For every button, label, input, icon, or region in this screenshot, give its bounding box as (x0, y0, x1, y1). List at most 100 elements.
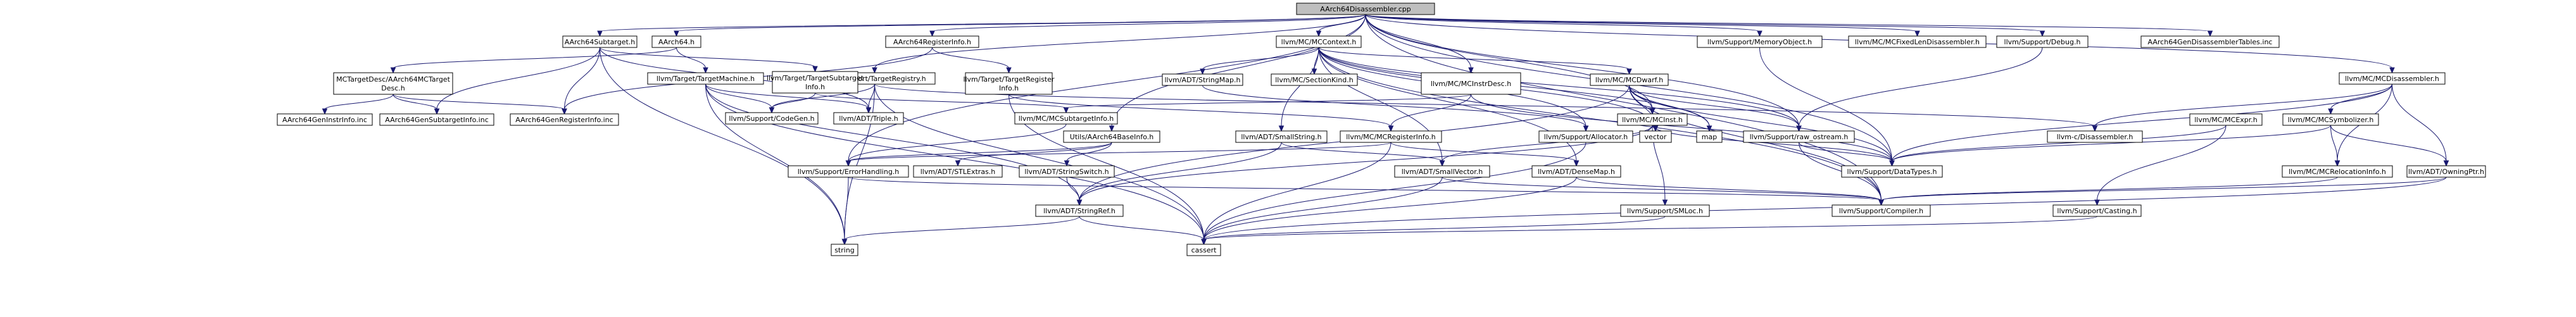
node-label: AArch64Disassembler.cpp (1320, 5, 1411, 13)
node-label: AArch64GenInstrInfo.inc (282, 116, 367, 124)
node-box (510, 113, 619, 126)
edge-mcri-to-eh (845, 142, 1392, 167)
node-box (651, 35, 701, 48)
node-label: llvm/ADT/StringMap.h (1165, 76, 1241, 84)
node-label: llvm/Support/SMLoc.h (1627, 207, 1703, 215)
node-mid[interactable]: llvm/MC/MCInstrDesc.h (1421, 72, 1521, 95)
node-fld[interactable]: llvm/MC/MCFixedLenDisassembler.h (1848, 35, 1987, 48)
edge-cast-to-cassert (1201, 216, 2097, 246)
node-mo[interactable]: llvm/Support/MemoryObject.h (1697, 35, 1823, 48)
node-label: MCTargetDesc/AArch64MCTarget (336, 75, 450, 84)
node-mcd[interactable]: llvm/MC/MCDisassembler.h (2339, 72, 2446, 85)
node-mcsym[interactable]: llvm/MC/MCSymbolizer.h (2282, 113, 2379, 126)
node-label: llvm/ADT/OwningPtr.h (2408, 168, 2484, 176)
node-label: llvm/MC/MCRelocationInfo.h (2289, 168, 2386, 176)
node-box (2047, 130, 2143, 143)
edge-mcexpr-to-cast (2094, 125, 2227, 206)
node-label: Desc.h (381, 84, 405, 92)
node-box (2140, 35, 2280, 48)
node-label: Info.h (999, 84, 1019, 92)
node-label: AArch64GenDisassemblerTables.inc (2148, 38, 2273, 46)
node-gii: AArch64GenInstrInfo.inc (277, 113, 373, 126)
node-cdis[interactable]: llvm-c/Disassembler.h (2047, 130, 2143, 143)
edge-mid-to-dt (1471, 94, 1895, 167)
node-dm[interactable]: llvm/ADT/DenseMap.h (1531, 165, 1621, 178)
node-mci[interactable]: llvm/MC/MCInst.h (1617, 113, 1688, 126)
edge-st-to-gsi (434, 47, 600, 115)
node-box (647, 72, 764, 85)
edge-mctd-to-gri (393, 94, 567, 115)
node-eh[interactable]: llvm/Support/ErrorHandling.h (788, 165, 909, 178)
node-box (965, 72, 1053, 95)
node-label: vector (1645, 133, 1667, 141)
edge-root-to-ari (929, 14, 1366, 37)
node-cast[interactable]: llvm/Support/Casting.h (2052, 204, 2142, 217)
node-label: llvm/MC/MCContext.h (1281, 38, 1357, 46)
edge-ctx-to-raw (1318, 47, 1802, 132)
node-mcexpr[interactable]: llvm/MC/MCExpr.h (2189, 113, 2263, 126)
node-ss[interactable]: llvm/ADT/SmallString.h (1235, 130, 1328, 143)
node-mcsti[interactable]: llvm/MC/MCSubtargetInfo.h (1014, 112, 1118, 125)
node-ctx[interactable]: llvm/MC/MCContext.h (1276, 35, 1362, 48)
node-label: map (1702, 133, 1717, 141)
node-box (1848, 35, 1987, 48)
node-box (2052, 204, 2142, 217)
node-raw[interactable]: llvm/Support/raw_ostream.h (1743, 130, 1855, 143)
node-box (1421, 72, 1521, 95)
node-label: Info.h (805, 83, 825, 91)
node-box (1063, 130, 1160, 143)
node-box (913, 165, 1003, 178)
node-ah[interactable]: AArch64.h (651, 35, 701, 48)
node-box (1394, 165, 1490, 178)
node-box (1531, 165, 1621, 178)
node-mcrel[interactable]: llvm/MC/MCRelocationInfo.h (2282, 165, 2393, 178)
node-map: map (1696, 130, 1723, 143)
node-comp[interactable]: llvm/Support/Compiler.h (1831, 204, 1931, 217)
edge-mctd-to-gsi (393, 94, 440, 115)
node-ttm[interactable]: llvm/Target/TargetMachine.h (647, 72, 764, 85)
node-label: llvm/Support/raw_ostream.h (1750, 133, 1849, 141)
node-label: llvm/MC/SectionKind.h (1275, 76, 1354, 84)
node-stl[interactable]: llvm/ADT/STLExtras.h (913, 165, 1003, 178)
node-vec: vector (1639, 130, 1672, 143)
node-sm[interactable]: llvm/ADT/StringMap.h (1162, 73, 1243, 86)
node-alloc[interactable]: llvm/Support/Allocator.h (1538, 130, 1633, 143)
node-box (1035, 204, 1124, 217)
node-util[interactable]: Utils/AArch64BaseInfo.h (1063, 130, 1160, 143)
node-box (1617, 113, 1688, 126)
node-dt[interactable]: llvm/Support/DataTypes.h (1841, 165, 1943, 178)
edge-ctx-to-dwarf (1318, 47, 1632, 75)
edge-st-to-ttsi (600, 47, 818, 73)
node-label: llvm/Target/TargetSubtarget (767, 74, 864, 82)
node-ari[interactable]: AArch64RegisterInfo.h (885, 35, 979, 48)
node-label: llvm/Support/Casting.h (2057, 207, 2137, 215)
node-label: AArch64GenSubtargetInfo.inc (385, 116, 489, 124)
node-triple[interactable]: llvm/ADT/Triple.h (833, 112, 904, 125)
node-label: llvm/MC/MCSubtargetInfo.h (1019, 115, 1114, 123)
node-dwarf[interactable]: llvm/MC/MCDwarf.h (1590, 73, 1669, 86)
node-sk[interactable]: llvm/MC/SectionKind.h (1271, 73, 1358, 86)
node-mcri[interactable]: llvm/MC/MCRegisterInfo.h (1340, 130, 1442, 143)
node-sw[interactable]: llvm/ADT/StringSwitch.h (1019, 165, 1115, 178)
node-label: llvm/Support/Debug.h (2004, 38, 2081, 46)
node-op[interactable]: llvm/ADT/OwningPtr.h (2406, 165, 2486, 178)
node-smloc[interactable]: llvm/Support/SMLoc.h (1620, 204, 1710, 217)
node-sr[interactable]: llvm/ADT/StringRef.h (1035, 204, 1124, 217)
node-sv[interactable]: llvm/ADT/SmallVector.h (1394, 165, 1490, 178)
node-dbg[interactable]: llvm/Support/Debug.h (1996, 35, 2089, 48)
node-box (1743, 130, 1855, 143)
node-label: llvm/MC/MCDisassembler.h (2345, 75, 2439, 83)
node-box (1271, 73, 1358, 86)
node-cg[interactable]: llvm/Support/CodeGen.h (725, 112, 819, 125)
edge-ari-to-ttri (932, 47, 1012, 74)
node-label: llvm/MC/MCDwarf.h (1595, 76, 1663, 84)
edge-ah-to-ttm (676, 47, 708, 74)
node-label: llvm/ADT/StringRef.h (1043, 207, 1115, 215)
node-gdt: AArch64GenDisassemblerTables.inc (2140, 35, 2280, 48)
node-root[interactable]: AArch64Disassembler.cpp (1296, 3, 1435, 15)
node-st[interactable]: AArch64Subtarget.h (562, 35, 638, 48)
